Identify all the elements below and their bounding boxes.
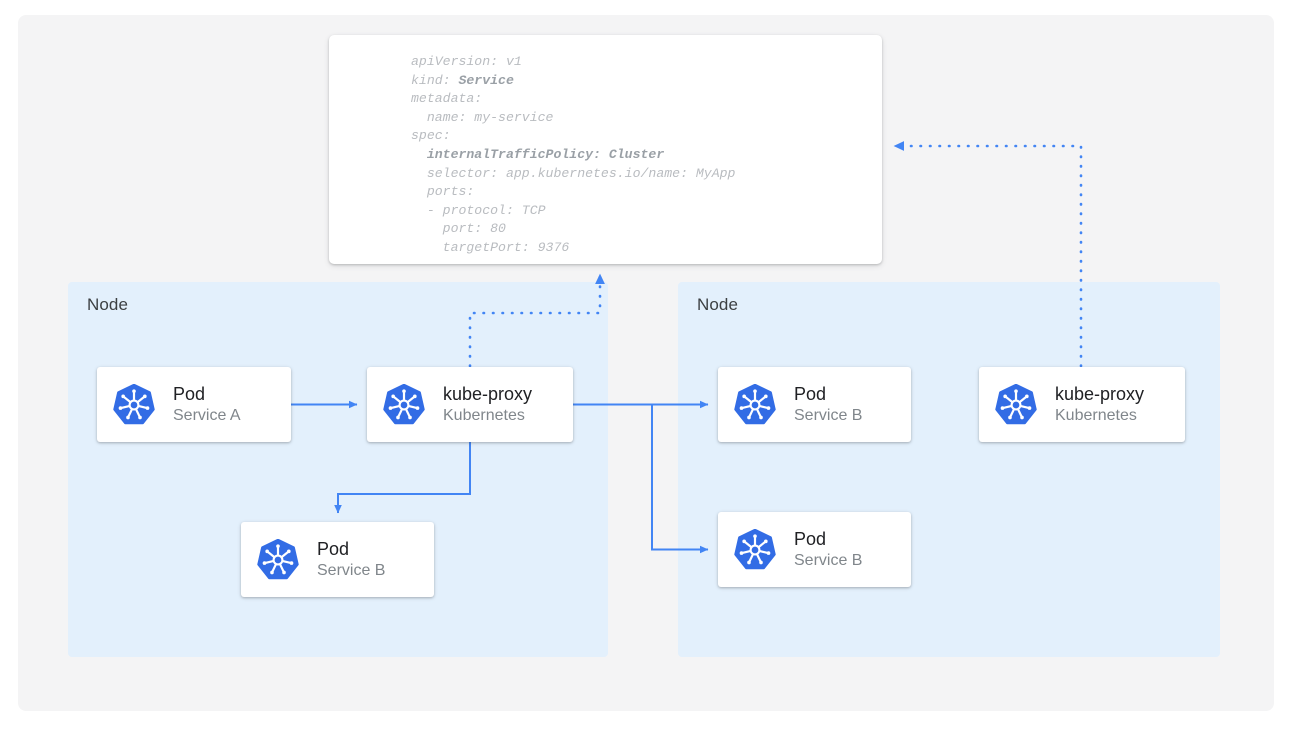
card-pod-service-b-right-top[interactable]: Pod Service B: [718, 367, 911, 442]
kubernetes-icon: [383, 383, 425, 426]
card-text: kube-proxy Kubernetes: [1055, 383, 1144, 427]
card-subtitle: Service B: [317, 561, 386, 579]
service-manifest-card: apiVersion: v1 kind: Service metadata: n…: [329, 35, 882, 264]
kubernetes-icon: [113, 383, 155, 426]
card-subtitle: Service A: [173, 406, 241, 424]
card-title: Pod: [794, 528, 827, 549]
card-pod-service-b-right-bottom[interactable]: Pod Service B: [718, 512, 911, 587]
card-text: Pod Service B: [794, 528, 862, 572]
node-label-left: Node: [87, 295, 129, 314]
card-title: Pod: [173, 383, 206, 404]
kubernetes-icon: [734, 383, 776, 426]
kubernetes-icon: [734, 528, 776, 571]
node-region-left: Node: [68, 282, 608, 657]
card-title: kube-proxy: [1055, 383, 1145, 404]
card-text: Pod Service B: [794, 383, 862, 427]
card-subtitle: Kubernetes: [1055, 406, 1137, 424]
card-text: Pod Service A: [173, 383, 241, 427]
card-title: kube-proxy: [443, 383, 533, 404]
card-text: Pod Service B: [317, 538, 385, 582]
card-text: kube-proxy Kubernetes: [443, 383, 532, 427]
card-pod-service-b-left[interactable]: Pod Service B: [241, 522, 434, 597]
kubernetes-icon: [995, 383, 1037, 426]
service-manifest-code: apiVersion: v1 kind: Service metadata: n…: [411, 54, 736, 255]
node-label-right: Node: [697, 295, 739, 314]
card-title: Pod: [794, 383, 827, 404]
node-region-right: Node: [678, 282, 1220, 657]
card-pod-service-a[interactable]: Pod Service A: [97, 367, 291, 442]
card-subtitle: Kubernetes: [443, 406, 525, 424]
card-kube-proxy-left[interactable]: kube-proxy Kubernetes: [367, 367, 573, 442]
card-kube-proxy-right[interactable]: kube-proxy Kubernetes: [979, 367, 1185, 442]
card-subtitle: Service B: [794, 406, 863, 424]
kubernetes-icon: [257, 538, 299, 581]
card-title: Pod: [317, 538, 350, 559]
card-subtitle: Service B: [794, 551, 863, 569]
